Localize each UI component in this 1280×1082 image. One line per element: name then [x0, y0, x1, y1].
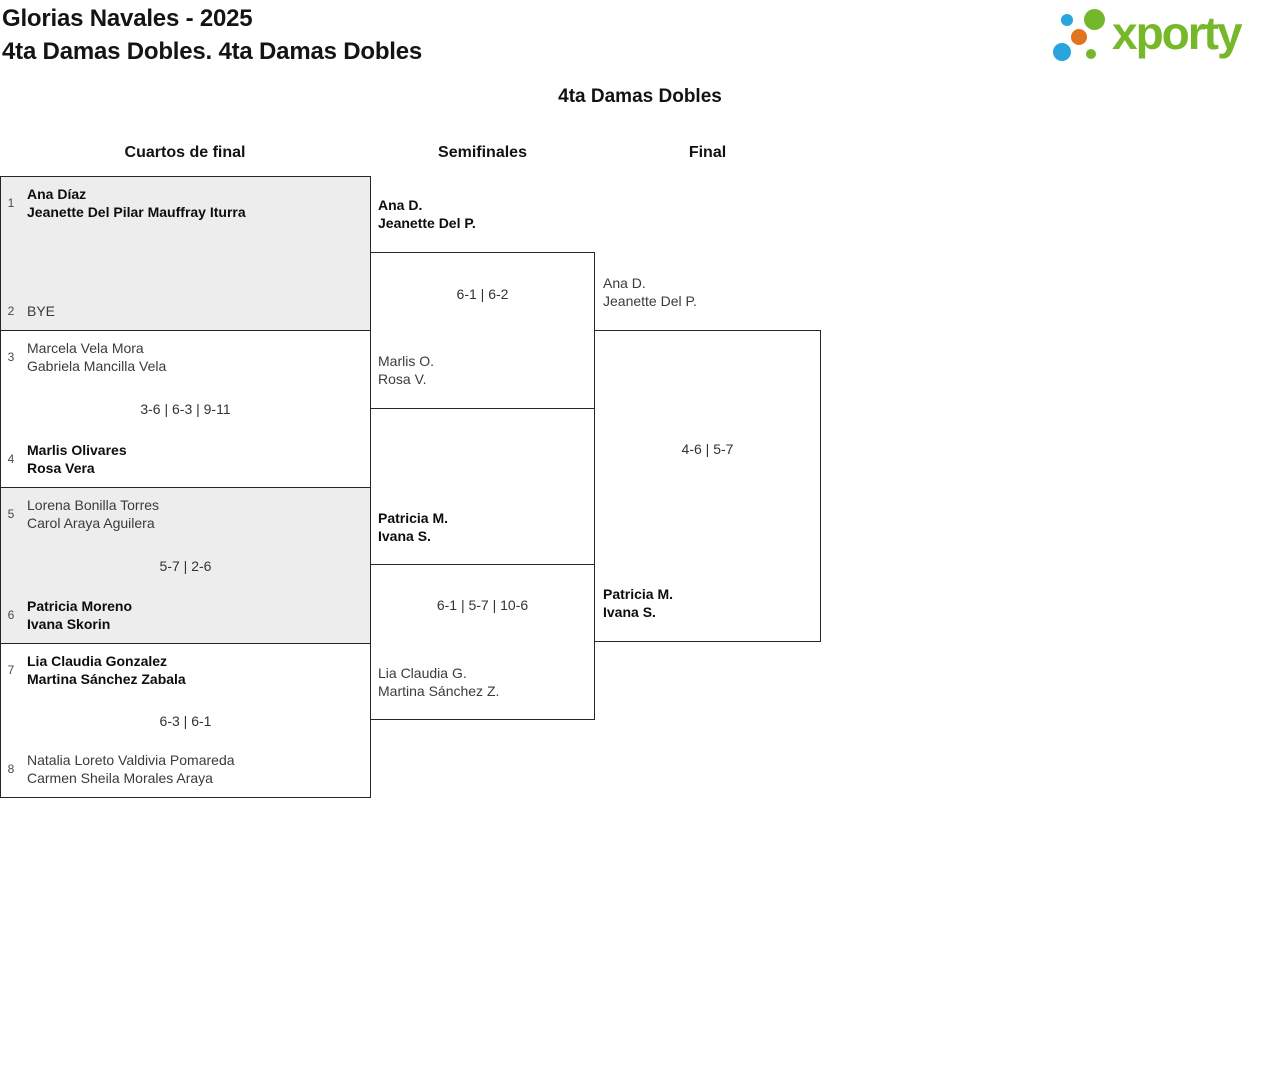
team-players: Lorena Bonilla Torres Carol Araya Aguile…: [21, 496, 159, 532]
player-name: Jeanette Del P.: [378, 215, 476, 231]
player-name: Rosa V.: [378, 371, 427, 387]
player-name: Carol Araya Aguilera: [27, 515, 155, 531]
player-name: Patricia M.: [603, 586, 674, 602]
player-name: Lia Claudia Gonzalez: [27, 653, 168, 669]
advancing-team-label: Ana D. Jeanette Del P.: [603, 274, 697, 310]
player-name: Ivana Skorin: [27, 616, 111, 632]
advancing-team-label: Lia Claudia G. Martina Sánchez Z.: [378, 664, 499, 700]
match-score: 3-6 | 6-3 | 9-11: [140, 401, 231, 417]
tournament-title: Glorias Navales - 2025: [2, 5, 253, 32]
team-slot: 8 Natalia Loreto Valdivia Pomareda Carme…: [1, 751, 370, 787]
logo-dot-icon: [1084, 9, 1105, 30]
match-score: 6-3 | 6-1: [159, 712, 212, 729]
match-score: 6-1 | 5-7 | 10-6: [436, 597, 529, 613]
advancing-team-label: Patricia M. Ivana S.: [603, 585, 673, 621]
player-name: Ivana S.: [378, 528, 431, 544]
player-name: Ana D.: [603, 275, 646, 291]
seed-number: 6: [7, 608, 15, 622]
player-name: Rosa Vera: [27, 460, 95, 476]
match-box-final: [594, 330, 821, 642]
player-name: Carmen Sheila Morales Araya: [27, 770, 213, 786]
player-name: Martina Sánchez Zabala: [27, 671, 186, 687]
match-score: 5-7 | 2-6: [159, 557, 212, 574]
match-box-quarterfinal-2: 3 Marcela Vela Mora Gabriela Mancilla Ve…: [0, 330, 371, 488]
advancing-team-label: Ana D. Jeanette Del P.: [378, 196, 476, 232]
page-title: Glorias Navales - 2025 4ta Damas Dobles.…: [2, 2, 422, 68]
bracket-title: 4ta Damas Dobles: [558, 86, 722, 107]
team-slot: 3 Marcela Vela Mora Gabriela Mancilla Ve…: [1, 339, 370, 375]
team-players: Ana Díaz Jeanette Del Pilar Mauffray Itu…: [21, 185, 246, 221]
team-players: Marcela Vela Mora Gabriela Mancilla Vela: [21, 339, 166, 375]
team-players: Lia Claudia Gonzalez Martina Sánchez Zab…: [21, 652, 186, 688]
player-name: Marcela Vela Mora: [27, 340, 144, 356]
match-score: 4-6 | 5-7: [681, 441, 734, 457]
player-name: Ana Díaz: [27, 186, 87, 202]
player-name: Patricia Moreno: [27, 598, 133, 614]
team-slot: 2 BYE: [1, 302, 370, 320]
xporty-logo-text: xporty: [1112, 7, 1243, 59]
player-name: Natalia Loreto Valdivia Pomareda: [27, 752, 235, 768]
player-name: Jeanette Del P.: [603, 293, 697, 309]
player-name: BYE: [27, 303, 56, 319]
logo-dot-icon: [1061, 14, 1073, 26]
team-players: Natalia Loreto Valdivia Pomareda Carmen …: [21, 751, 235, 787]
player-name: Marlis Olivares: [27, 442, 127, 458]
seed-number: 1: [7, 196, 15, 210]
match-box-quarterfinal-1: 1 Ana Díaz Jeanette Del Pilar Mauffray I…: [0, 176, 371, 331]
advancing-team-label: Patricia M. Ivana S.: [378, 509, 448, 545]
round-header-semifinales: Semifinales: [438, 144, 527, 161]
team-slot: 7 Lia Claudia Gonzalez Martina Sánchez Z…: [1, 652, 370, 688]
match-box-quarterfinal-3: 5 Lorena Bonilla Torres Carol Araya Agui…: [0, 487, 371, 644]
player-name: Marlis O.: [378, 353, 434, 369]
player-name: Martina Sánchez Z.: [378, 683, 500, 699]
match-box-semifinal-2: [370, 564, 595, 720]
round-header-cuartos-de-final: Cuartos de final: [124, 144, 246, 161]
player-name: Ivana S.: [603, 604, 656, 620]
player-name: Lorena Bonilla Torres: [27, 497, 160, 513]
player-name: Patricia M.: [378, 510, 449, 526]
category-subtitle: 4ta Damas Dobles. 4ta Damas Dobles: [2, 38, 423, 65]
player-name: Gabriela Mancilla Vela: [27, 358, 167, 374]
logo-dot-icon: [1071, 29, 1087, 45]
seed-number: 7: [7, 663, 15, 677]
team-slot: 4 Marlis Olivares Rosa Vera: [1, 441, 370, 477]
xporty-logo: xporty: [1048, 4, 1276, 70]
seed-number: 5: [7, 507, 15, 521]
team-slot: 1 Ana Díaz Jeanette Del Pilar Mauffray I…: [1, 185, 370, 221]
seed-number: 3: [7, 350, 15, 364]
seed-number: 8: [7, 762, 15, 776]
seed-number: 2: [7, 304, 15, 318]
team-players: Patricia Moreno Ivana Skorin: [21, 597, 132, 633]
round-header-final: Final: [688, 144, 727, 161]
advancing-team-label: Marlis O. Rosa V.: [378, 352, 434, 388]
team-players: BYE: [21, 302, 55, 320]
team-players: Marlis Olivares Rosa Vera: [21, 441, 127, 477]
team-slot: 6 Patricia Moreno Ivana Skorin: [1, 597, 370, 633]
player-name: Ana D.: [378, 197, 423, 213]
logo-dot-icon: [1053, 43, 1071, 61]
player-name: Jeanette Del Pilar Mauffray Iturra: [27, 204, 246, 220]
team-slot: 5 Lorena Bonilla Torres Carol Araya Agui…: [1, 496, 370, 532]
player-name: Lia Claudia G.: [378, 665, 467, 681]
match-box-quarterfinal-4: 7 Lia Claudia Gonzalez Martina Sánchez Z…: [0, 643, 371, 798]
logo-dot-icon: [1086, 49, 1096, 59]
match-score: 6-1 | 6-2: [456, 286, 509, 302]
seed-number: 4: [7, 452, 15, 466]
